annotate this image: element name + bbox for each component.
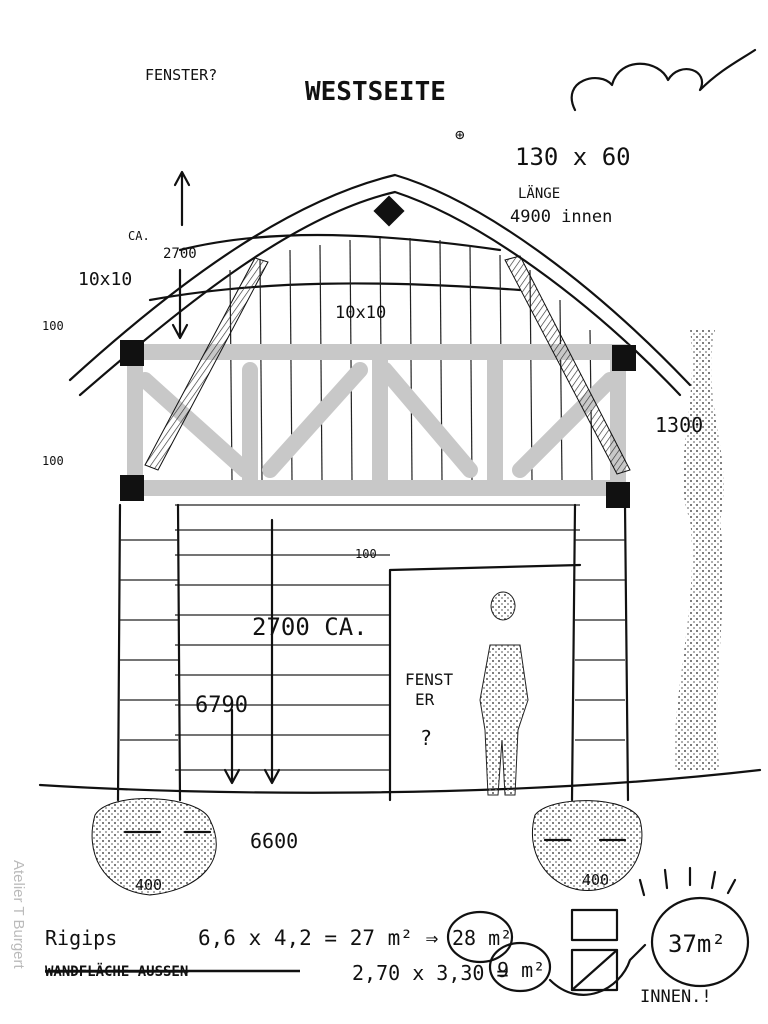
label-dim-1300: 1300 [655, 413, 703, 437]
label-fenster-top: FENSTER? [145, 66, 217, 84]
label-height-top: 2700 [163, 246, 197, 262]
label-fenster-door-1: FENST [405, 670, 454, 689]
sketch-title: WESTSEITE [305, 77, 446, 107]
watermark: Atelier T Burgert [10, 860, 27, 969]
label-post-size-left: 10x10 [78, 269, 132, 290]
label-width-total: 6600 [250, 829, 298, 853]
north-symbol: ⊕ [455, 125, 465, 144]
label-dim-100-a: 100 [42, 319, 64, 333]
person-silhouette [479, 591, 529, 796]
label-beam-size: 130 x 60 [515, 143, 631, 171]
label-laenge-value: 4900 innen [510, 207, 612, 227]
label-ca: CA. [128, 229, 150, 243]
calc-result-2: 9 m² [497, 958, 545, 982]
calc-formula-2: 2,70 x 3,30 = [352, 961, 509, 985]
calc-formula-1: 6,6 x 4,2 = 27 m² ⇒ [198, 926, 438, 950]
footing-right [531, 800, 643, 891]
label-dim-100-b: 100 [42, 454, 64, 468]
ground-line [38, 768, 762, 794]
label-footing-left: 400 [135, 876, 162, 894]
timber-frame [120, 255, 636, 508]
label-laenge: LÄNGE [518, 184, 560, 202]
brick-wall [175, 504, 580, 771]
calc-shapes [446, 866, 750, 996]
calc-rigips: Rigips [45, 926, 117, 950]
label-footing-right: 400 [582, 871, 609, 889]
label-fenster-door-3: ? [420, 726, 432, 750]
calc-result-1: 28 m² [452, 926, 512, 950]
door-opening [388, 563, 582, 802]
label-dim-100-c: 100 [355, 547, 377, 561]
label-post-size-mid: 10x10 [335, 303, 386, 323]
label-fenster-door-2: ER [415, 690, 435, 709]
label-height-total: 6790 [195, 693, 248, 718]
calc-total: 37m² [668, 930, 726, 958]
calc-innen: INNEN.! [640, 987, 712, 1007]
dimension-lines [123, 170, 627, 842]
label-height-wall: 2700 CA. [252, 613, 368, 641]
footing-left [91, 798, 217, 896]
brick-pillars [116, 503, 630, 802]
tree-trunk [674, 330, 724, 770]
cloud-sketch [570, 48, 757, 112]
